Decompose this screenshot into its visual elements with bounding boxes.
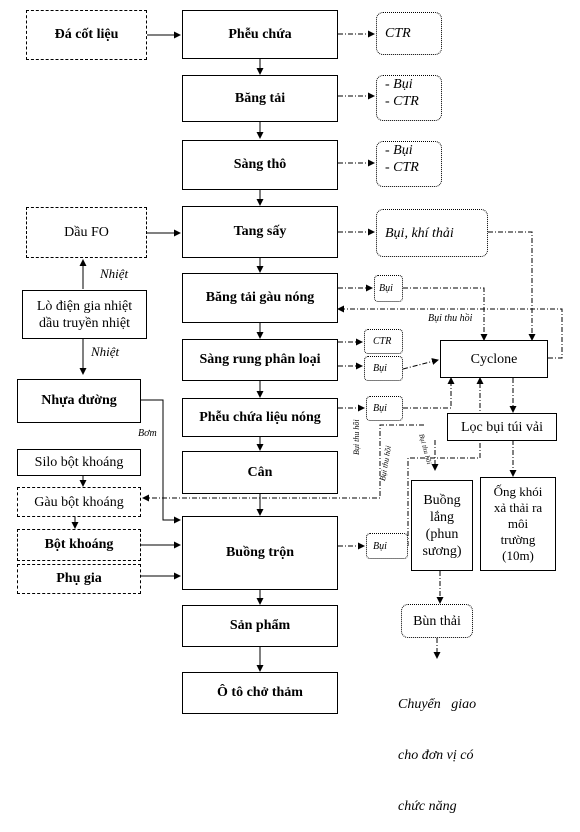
loc-bui-label: Lọc bụi túi vải — [460, 419, 544, 435]
waste-buongtron-bui-box: Bụi — [366, 533, 408, 559]
waste-bangtai-line2: - CTR — [385, 94, 419, 109]
bang-tai-box: Băng tải — [182, 75, 338, 122]
ong-khoi-line3: môi — [507, 516, 529, 531]
waste-khithai-label: Bụi, khí thải — [385, 225, 454, 241]
cyclone-box: Cyclone — [440, 340, 548, 378]
da-cot-lieu-box: Đá cốt liệu — [26, 10, 147, 60]
waste-sangrung-ctr-label: CTR — [373, 336, 392, 347]
arrow-nhua-to-buongtron — [141, 399, 181, 524]
san-pham-label: Sản phẩm — [229, 618, 291, 633]
bot-khoang-label: Bột khoáng — [44, 537, 114, 552]
buong-lang-box: Buồng lắng (phun sương) — [411, 480, 473, 571]
buong-lang-line4: sương) — [422, 543, 462, 559]
waste-sangrung-bui-label: Bụi — [373, 363, 387, 374]
pheu-chua-nong-box: Phễu chứa liệu nóng — [182, 398, 338, 437]
o-to-box: Ô tô chở thảm — [182, 672, 338, 714]
bot-khoang-box: Bột khoáng — [17, 529, 141, 561]
buong-lang-line1: Buồng — [423, 492, 461, 508]
can-label: Cân — [247, 464, 273, 480]
bang-tai-label: Băng tải — [234, 90, 286, 106]
waste-sangtho-line1: - Bụi — [385, 143, 413, 158]
sang-tho-box: Sàng thô — [182, 140, 338, 190]
phu-gia-label: Phụ gia — [56, 571, 102, 586]
chuyen-giao-line2: cho đơn vị có — [398, 748, 474, 763]
waste-gau-bui-label: Bụi — [379, 283, 393, 294]
dau-fo-label: Dầu FO — [64, 225, 109, 240]
sang-rung-box: Sàng rung phân loại — [182, 339, 338, 381]
pheu-chua-nong-label: Phễu chứa liệu nóng — [199, 409, 321, 425]
bang-tai-gau-nong-box: Băng tải gàu nóng — [182, 273, 338, 323]
waste-sangrung-bui-box: Bụi — [364, 356, 403, 381]
chuyen-giao-line3: chức năng — [398, 799, 457, 814]
waste-sangtho-box: - Bụi - CTR — [376, 141, 442, 187]
lo-dien-line1: Lò điện gia nhiệt — [36, 298, 133, 314]
waste-pheunong-bui-label: Bụi — [373, 403, 387, 414]
phu-gia-box: Phụ gia — [17, 564, 141, 594]
ong-khoi-box: Ống khói xả thải ra môi trường (10m) — [480, 477, 556, 571]
arrow-filter-to-gau — [142, 424, 424, 502]
tang-say-label: Tang sấy — [233, 224, 287, 239]
process-flow-diagram: Phễu chứa Băng tải Sàng thô Tang sấy Băn… — [17, 10, 563, 814]
bui-thu-hoi-label-1: Bụi thu hồi — [428, 313, 473, 324]
bom-label: Bơm — [138, 428, 157, 439]
cyclone-label: Cyclone — [470, 351, 518, 367]
bang-tai-gau-nong-label: Băng tải gàu nóng — [205, 290, 315, 305]
nhiet-top-label: Nhiệt — [100, 266, 129, 281]
ong-khoi-line2: xả thải ra — [493, 500, 543, 515]
ong-khoi-line1: Ống khói — [493, 484, 543, 499]
waste-gau-bui-box: Bụi — [374, 275, 403, 302]
buong-tron-box: Buồng trộn — [182, 516, 338, 590]
arrow-bui7-to-cyclone — [403, 377, 455, 409]
gau-bot-khoang-box: Gàu bột khoáng — [17, 487, 141, 517]
nhua-duong-box: Nhựa đường — [17, 379, 141, 423]
ong-khoi-line5: (10m) — [502, 548, 534, 563]
san-pham-box: Sản phẩm — [182, 605, 338, 647]
waste-bangtai-box: - Bụi - CTR — [376, 75, 442, 121]
arrow-khithai-to-cyclone — [488, 231, 536, 341]
waste-sangrung-ctr-box: CTR — [364, 329, 403, 354]
bun-thai-label: Bùn thải — [413, 613, 461, 629]
chuyen-giao-line1: Chuyển giao — [398, 697, 477, 712]
lo-dien-box: Lò điện gia nhiệt dầu truyền nhiệt — [22, 290, 147, 339]
gau-bot-khoang-label: Gàu bột khoáng — [34, 494, 124, 510]
loc-bui-box: Lọc bụi túi vải — [447, 413, 557, 441]
waste-ctr-box: CTR — [376, 12, 442, 55]
chuyen-giao-text: Chuyển giao cho đơn vị có chức năng — [398, 662, 476, 832]
arrow-bui6-to-cyclone — [402, 358, 439, 370]
silo-box: Silo bột khoáng — [17, 449, 141, 476]
dau-fo-box: Dầu FO — [26, 207, 147, 258]
nhiet-bottom-label: Nhiệt — [91, 344, 120, 359]
buong-lang-line3: (phun — [425, 526, 459, 542]
waste-sangtho-line2: - CTR — [385, 160, 419, 175]
can-box: Cân — [182, 451, 338, 494]
lo-dien-line2: dầu truyền nhiệt — [39, 315, 130, 331]
ong-khoi-line4: trường — [500, 532, 536, 547]
arrow-cyclone-return — [337, 305, 563, 359]
buong-lang-line2: lắng — [429, 509, 455, 525]
waste-pheunong-bui-box: Bụi — [366, 396, 403, 421]
waste-khithai-box: Bụi, khí thải — [376, 209, 488, 257]
arrow-bui-to-cyclone — [403, 287, 488, 341]
buong-tron-label: Buồng trộn — [225, 545, 295, 560]
sang-rung-label: Sàng rung phân loại — [199, 352, 321, 367]
tang-say-box: Tang sấy — [182, 206, 338, 258]
pheu-chua-label: Phễu chứa — [228, 26, 292, 42]
silo-label: Silo bột khoáng — [34, 455, 124, 470]
waste-buongtron-bui-label: Bụi — [373, 540, 387, 552]
waste-ctr-label: CTR — [385, 26, 411, 41]
da-cot-lieu-label: Đá cốt liệu — [54, 27, 119, 42]
o-to-label: Ô tô chở thảm — [217, 685, 303, 700]
waste-bangtai-line1: - Bụi — [385, 77, 413, 92]
nhua-duong-label: Nhựa đường — [41, 393, 117, 408]
pheu-chua-box: Phễu chứa — [182, 10, 338, 59]
bui-thu-hoi-label-2: Bụi thu hồi — [352, 419, 361, 455]
sang-tho-label: Sàng thô — [233, 157, 287, 172]
bun-thai-box: Bùn thải — [401, 604, 473, 638]
connector-lines — [71, 30, 563, 672]
